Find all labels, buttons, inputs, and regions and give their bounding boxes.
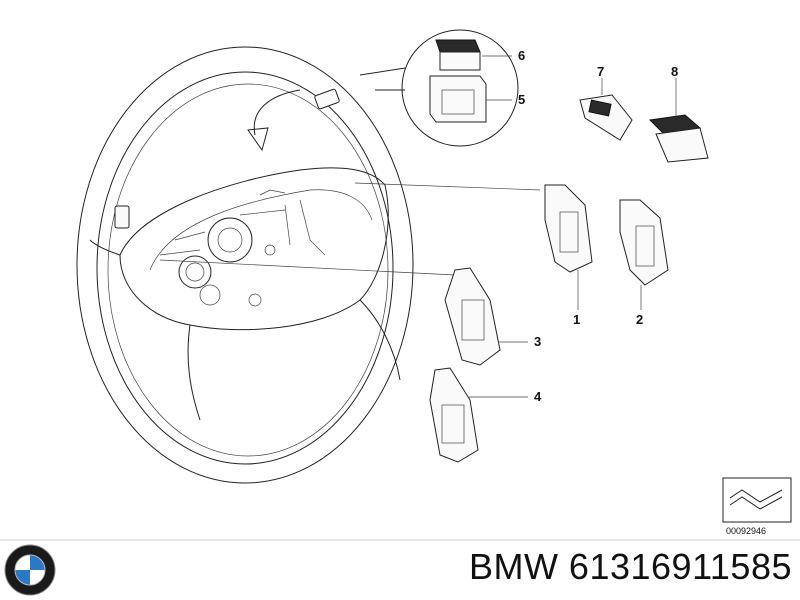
callout-6: 6: [518, 48, 525, 63]
callout-1: 1: [573, 312, 580, 327]
bmw-logo-icon: [4, 544, 56, 596]
switch-cluster-1: [544, 184, 593, 310]
switch-cluster-2: [619, 199, 669, 310]
reference-number: 00092946: [726, 526, 766, 536]
callout-8: 8: [671, 64, 678, 79]
callout-3: 3: [534, 334, 541, 349]
detail-circle: [401, 29, 519, 147]
callout-7: 7: [597, 64, 604, 79]
switch-pad-4: [429, 367, 528, 463]
callout-4: 4: [534, 389, 542, 404]
part-7: [579, 78, 633, 141]
switch-pad-3: [444, 267, 528, 366]
callout-5: 5: [518, 92, 525, 107]
footer: BMW 61316911585: [0, 540, 800, 600]
reference-box: 00092946: [722, 477, 792, 536]
steering-wheel: [76, 46, 541, 484]
part-8: [648, 78, 709, 163]
part-title: BMW 61316911585: [468, 546, 792, 587]
callout-2: 2: [636, 312, 643, 327]
